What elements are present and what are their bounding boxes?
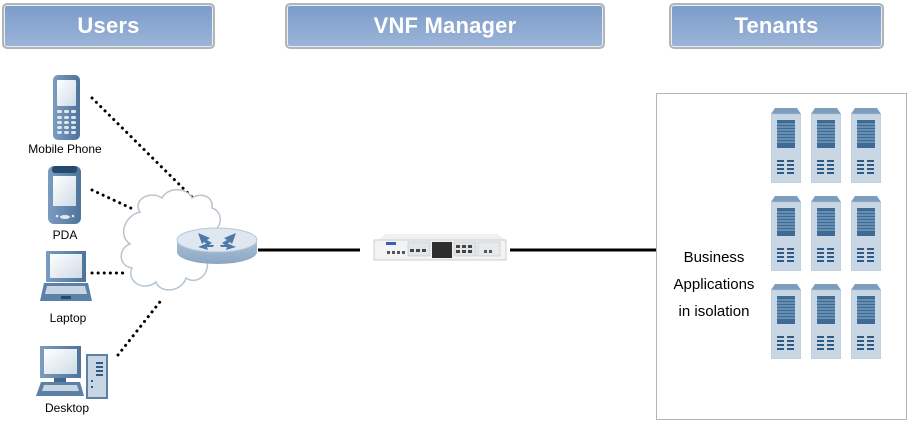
desktop-icon [36,346,108,399]
link-pda [90,188,137,212]
device-label-pda: PDA [52,228,78,242]
dotted-links [90,96,205,357]
users-header: Users [2,3,215,49]
server-tower-icon [851,108,881,183]
server-tower-icon [811,196,841,271]
server-tower-icon [811,284,841,359]
server-tower-icon [771,284,801,359]
tenant-description-line-2: Applications [673,276,755,293]
server-tower-icon [771,196,801,271]
tenant-description-line-3: in isolation [678,303,750,320]
router-icon [176,227,258,264]
server-tower-icon [851,196,881,271]
vnf-manager-header-label: VNF Manager [373,13,517,38]
device-label-laptop: Laptop [49,311,87,325]
mobile-phone-icon [53,75,80,140]
device-label-desktop: Desktop [44,401,90,415]
tenant-description-line-1: Business [683,249,745,266]
server-grid [771,108,881,359]
tenants-header-label: Tenants [734,13,819,38]
tenants-header: Tenants [669,3,884,49]
device-label-mobile-phone: Mobile Phone [28,142,102,156]
server-tower-icon [811,108,841,183]
server-tower-icon [851,284,881,359]
laptop-icon [40,251,92,301]
server-tower-icon [771,108,801,183]
link-mobile-phone [90,96,205,210]
users-header-label: Users [77,13,140,38]
vnf-appliance-icon [373,234,507,261]
link-desktop [116,296,165,357]
tenant-description: Business Applications in isolation [660,244,768,325]
pda-icon [48,166,81,224]
vnf-manager-header: VNF Manager [285,3,605,49]
